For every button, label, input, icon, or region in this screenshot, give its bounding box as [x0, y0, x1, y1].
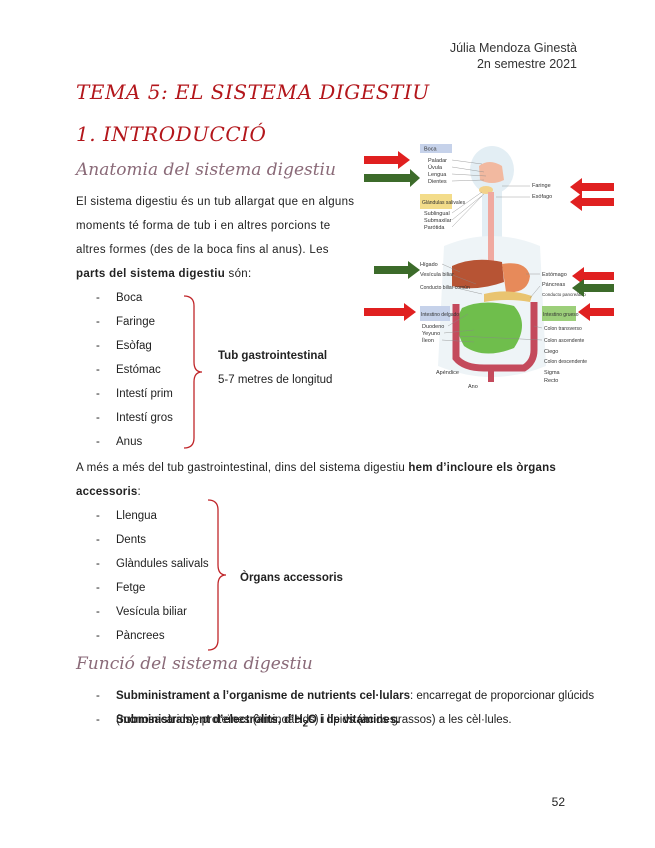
anatomy-heading: Anatomia del sistema digestiu [76, 160, 336, 180]
brace-accessory [207, 499, 227, 651]
red-arrow-icon [578, 303, 614, 321]
label-colon-ascendente: Colon ascendente [544, 338, 585, 344]
accessory-text-end: : [137, 486, 141, 498]
list-item: Intestí gros [76, 406, 236, 430]
label-box-intestino-delgado [420, 306, 450, 321]
parts-list: Boca Faringe Esòfag Estómac Intestí prim… [76, 286, 236, 454]
author-name: Júlia Mendoza Ginestà [449, 41, 577, 55]
stomach-shape [502, 263, 530, 293]
liver-shape [452, 259, 504, 289]
label-glandulas: Glándulas salivales [422, 200, 466, 206]
esophagus-shape [488, 192, 494, 262]
accessory-text: A més a més del tub gastrointestinal, di… [76, 462, 409, 474]
function-item2-b: O i de vitamines. [307, 714, 400, 726]
label-esofago: Esófago [532, 194, 552, 200]
label-conducto-pancreatico: Conducto pancreático [542, 292, 586, 297]
label-yeyuno: Yeyuno [422, 331, 440, 337]
label-colon-descendente: Colon descendente [544, 359, 587, 365]
label-pancreas: Páncreas [542, 282, 565, 288]
label-submaxilar: Submaxilar [424, 218, 452, 224]
red-arrow-icon [570, 178, 614, 196]
large-intestine-shape [452, 302, 538, 372]
list-item: Fetge [76, 576, 246, 600]
label-parotida: Parótida [424, 225, 445, 231]
small-intestine-shape [457, 302, 522, 354]
label-box-intestino-grueso [542, 306, 576, 321]
accessory-label: Òrgans accessoris [240, 572, 343, 584]
intro-bold: parts del sistema digestiu [76, 268, 226, 280]
label-ano: Ano [468, 384, 478, 390]
function-item2-sub: 2 [302, 718, 308, 730]
list-item: Dents [76, 528, 246, 552]
section-title: 1. INTRODUCCIÓ [76, 122, 267, 146]
label-box-boca [420, 144, 452, 153]
list-item: Llengua [76, 504, 246, 528]
label-sigma: Sigma [544, 370, 561, 376]
list-item: Estómac [76, 358, 236, 382]
label-boca: Boca [424, 147, 437, 153]
label-ciego: Ciego [544, 349, 558, 355]
function-heading: Funció del sistema digestiu [76, 654, 313, 674]
rectum-shape [488, 368, 494, 382]
intro-text: El sistema digestiu és un tub allargat q… [76, 196, 355, 256]
label-duodeno: Duodeno [422, 324, 444, 330]
label-intestino-delgado: Intestino delgado [421, 312, 459, 318]
red-arrow-icon [364, 151, 410, 169]
label-sublingual: Sublingual [424, 211, 450, 217]
green-arrow-icon [572, 279, 614, 297]
label-dientes: Dientes [428, 179, 447, 185]
green-arrow-icon [364, 169, 420, 187]
intro-text-end: són: [225, 268, 252, 280]
digestive-system-diagram: Boca Paladar Úvula Lengua Dientes Glándu… [364, 144, 614, 390]
list-item: Pàncrees [76, 624, 246, 648]
topic-title: TEMA 5: EL SISTEMA DIGESTIU [76, 80, 430, 104]
list-item: Subministrament d’electròlits, d’H2O i d… [76, 708, 596, 732]
list-item: Intestí prim [76, 382, 236, 406]
anatomy-intro: El sistema digestiu és un tub allargat q… [76, 190, 361, 286]
label-uvula: Úvula [428, 164, 443, 171]
gastrointestinal-label: Tub gastrointestinal [218, 350, 328, 362]
arrows [364, 151, 614, 321]
list-item: Esòfag [76, 334, 236, 358]
label-conducto-biliar: Conducto biliar común [420, 285, 470, 291]
group-gastrointestinal: Tub gastrointestinal 5-7 metres de longi… [218, 344, 332, 392]
label-box-glandulas [420, 194, 452, 209]
label-ileon: Íleon [422, 337, 434, 344]
accessory-intro: A més a més del tub gastrointestinal, di… [76, 456, 566, 504]
list-item: Boca [76, 286, 236, 310]
accessory-bold: hem d’incloure els òrgans accessoris [76, 462, 556, 498]
label-apendice: Apéndice [436, 370, 459, 376]
label-intestino-grueso: Intestino grueso [543, 312, 579, 318]
page-number: 52 [551, 795, 565, 809]
function-item1-bold: Subministrament a l’organisme de nutrien… [116, 690, 410, 702]
pancreas-shape [484, 291, 532, 302]
label-estomago: Estómago [542, 272, 567, 278]
label-recto: Recto [544, 378, 558, 384]
list-item: Faringe [76, 310, 236, 334]
accessory-list: Llengua Dents Glàndules salivals Fetge V… [76, 504, 246, 648]
function-list: Subministrament a l’organisme de nutrien… [76, 684, 596, 732]
list-item: Vesícula biliar [76, 600, 246, 624]
mouth-shape [479, 162, 504, 183]
semester: 2n semestre 2021 [476, 57, 577, 71]
red-arrow-icon [364, 303, 416, 321]
red-arrow-icon [570, 193, 614, 211]
label-faringe: Faringe [532, 183, 551, 189]
label-higado: Hígado [420, 262, 438, 268]
function-item2-a: Subministrament d’electròlits, d’H [116, 714, 303, 726]
list-item: Anus [76, 430, 236, 454]
list-item: Glàndules salivals [76, 552, 246, 576]
label-lengua: Lengua [428, 172, 447, 178]
brace-gastrointestinal [183, 295, 203, 449]
label-vesicula: Vesícula biliar [420, 272, 454, 278]
label-colon-transverso: Colon transverso [544, 326, 582, 332]
green-arrow-icon [374, 261, 420, 279]
group-accessory: Òrgans accessoris [240, 566, 343, 590]
list-item: Subministrament a l’organisme de nutrien… [76, 684, 596, 726]
label-paladar: Paladar [428, 158, 447, 164]
document-header: Júlia Mendoza Ginestà 2n semestre 2021 [450, 40, 577, 72]
red-arrow-icon [572, 267, 614, 285]
gastrointestinal-note: 5-7 metres de longitud [218, 374, 333, 386]
